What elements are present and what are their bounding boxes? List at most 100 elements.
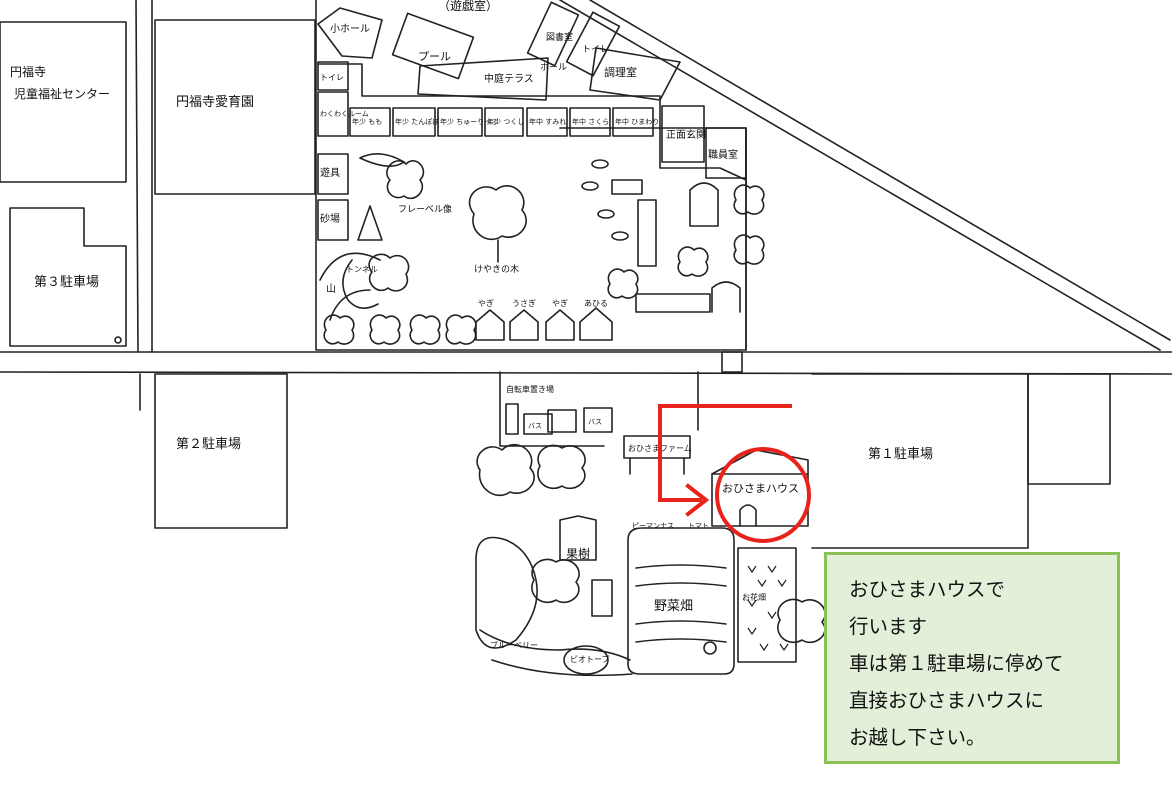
tree: [445, 314, 477, 345]
label-class-sumire: 年中 すみれ: [529, 117, 566, 126]
label-waku-room: わくわくルーム: [320, 110, 369, 118]
info-line-1: おひさまハウスで: [849, 578, 1006, 601]
label-goat-2: やぎ: [552, 298, 568, 308]
label-blueberry: ブルーベリー: [490, 640, 538, 650]
building-outline: [317, 63, 747, 181]
flower-marks: [747, 565, 789, 652]
label-fureberu: フレーベル像: [398, 203, 452, 215]
diagonal-road: [559, 0, 1161, 351]
label-goat-1: やぎ: [478, 298, 494, 308]
path-curve: [491, 659, 633, 677]
highlight-circle: [715, 447, 811, 543]
marker-dot: [114, 336, 122, 344]
label-toilet-left: トイレ: [320, 73, 344, 82]
tree: [323, 314, 355, 345]
tree: [607, 268, 639, 299]
label-class-tanpopo: 年少 たんぽぽ: [395, 117, 439, 126]
classroom-box: [437, 107, 483, 137]
label-hall: ホール: [540, 62, 567, 73]
label-biotope: ビオトープ: [570, 655, 610, 664]
fruit-shed: [559, 515, 597, 561]
animal-hut: [509, 309, 539, 341]
path-curve: [479, 629, 631, 661]
pond-shape: [359, 153, 405, 167]
label-play-equipment: 遊具: [320, 166, 340, 179]
toilet-top-shape: [565, 11, 621, 77]
statue: [689, 182, 719, 227]
fuku-center-block: [0, 21, 127, 183]
bus-icon: [547, 409, 577, 433]
label-class-himawari: 年中 ひまわり: [615, 117, 659, 126]
entrance-box: [661, 105, 705, 163]
label-main-entrance: 正面玄関: [666, 128, 706, 141]
house-door: [739, 504, 757, 527]
label-toilet-top: トイレ: [582, 45, 609, 55]
flower-field-shape: [737, 547, 797, 663]
label-fuku-center-1: 円福寺: [10, 64, 46, 79]
classroom-box: [484, 107, 524, 137]
farm-boundary: [499, 371, 605, 447]
label-fuku-center-2: 児童福祉センター: [14, 86, 110, 101]
vegetable-field-shape: [627, 527, 735, 675]
sandbox-box: [317, 199, 349, 241]
pool-shape: [391, 12, 475, 80]
farm-sign: [623, 435, 691, 459]
terrace-shape: [417, 57, 549, 101]
kindergarten-boundary: [315, 0, 747, 351]
tomato-marker: [703, 641, 717, 655]
label-tomato: トマト: [688, 522, 709, 530]
tree: [733, 234, 765, 265]
tree: [733, 184, 765, 215]
label-yugi-room: （遊戯室）: [438, 0, 498, 13]
info-line-4: 直接おひさまハウスに: [849, 689, 1045, 712]
label-pool: プール: [418, 50, 451, 63]
label-fruit-trees: 果樹: [566, 547, 590, 561]
label-fuku-nursery: 円福寺愛育園: [176, 94, 254, 110]
staff-room-box: [705, 127, 747, 179]
label-staff-room: 職員室: [708, 148, 738, 161]
label-sandbox: 砂場: [320, 212, 340, 225]
nursery-block: [154, 19, 316, 195]
path-curve: [475, 536, 538, 649]
tree: [537, 444, 586, 490]
keyaki-tree: [468, 185, 527, 241]
info-line-5: お越し下さい。: [849, 726, 986, 749]
fence: [635, 293, 711, 313]
bus-icon: [583, 407, 613, 433]
tree: [369, 314, 401, 345]
field-rows: [635, 564, 727, 643]
gate: [711, 281, 741, 313]
route-arrow: [658, 404, 792, 517]
parking2-block: [154, 373, 288, 529]
tunnel-path: [342, 259, 379, 309]
label-flower-field: お花畑: [742, 592, 766, 602]
label-class-momo: 年少 もも: [352, 117, 382, 126]
info-line-3: 車は第１駐車場に停めて: [849, 652, 1064, 675]
classroom-box: [392, 107, 436, 137]
label-small-hall: 小ホール: [330, 23, 370, 35]
label-bus-1: バス: [528, 422, 542, 430]
classroom-box: [526, 107, 568, 137]
bike-rack: [505, 403, 519, 435]
tree: [476, 443, 535, 497]
library-shape: [526, 1, 580, 67]
label-class-tulip: 年少 ちゅーりっぷ: [440, 117, 498, 126]
tree: [357, 205, 383, 241]
label-mountain: 山: [326, 283, 336, 295]
animal-hut: [545, 309, 575, 341]
label-parking2: 第２駐車場: [176, 437, 241, 452]
fruit-rack: [591, 579, 613, 617]
label-chicken: あひる: [584, 299, 608, 308]
label-bus-2: バス: [588, 418, 602, 426]
label-naso: ナス: [660, 522, 674, 530]
animal-hut: [475, 309, 505, 341]
fruit-tree: [531, 558, 580, 604]
cooking-room-shape: [589, 47, 681, 101]
label-library: 図書室: [546, 31, 573, 43]
road-gap: [721, 351, 743, 373]
info-box: おひさまハウスで 行います 車は第１駐車場に停めて 直接おひさまハウスに お越し…: [824, 552, 1120, 764]
tree: [677, 246, 709, 277]
play-equipment-box: [317, 153, 349, 195]
label-vegetable-field: 野菜畑: [654, 599, 693, 614]
diagonal-road: [589, 0, 1171, 341]
